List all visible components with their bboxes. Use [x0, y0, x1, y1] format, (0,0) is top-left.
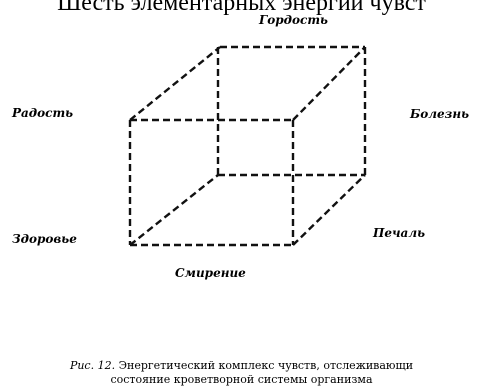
- figure-caption-line-1: Рис. 12. Энергетический комплекс чувств,…: [0, 359, 483, 372]
- figure-number: Рис. 12.: [69, 359, 116, 372]
- node-label-illness: Болезнь: [410, 107, 469, 121]
- cube-edge-connect-bottom-left: [129, 174, 219, 246]
- node-label-humility: Смирение: [175, 266, 246, 280]
- figure-caption-line-2: состояние кроветворной системы организма: [110, 373, 373, 386]
- cube-edge-connect-top-left: [129, 46, 221, 121]
- node-label-pride: Гордость: [259, 13, 328, 27]
- node-label-sadness: Печаль: [373, 226, 426, 240]
- page-heading: Шесть элементарных энергий чувст: [57, 0, 426, 16]
- node-label-health: Здоровье: [12, 232, 77, 246]
- figure-caption-text: Энергетический комплекс чувств, отслежив…: [118, 359, 414, 372]
- cube-edge-connect-bottom-right: [292, 174, 366, 246]
- cube-edge-connect-top-right: [292, 46, 366, 121]
- node-label-joy: Радость: [12, 106, 74, 120]
